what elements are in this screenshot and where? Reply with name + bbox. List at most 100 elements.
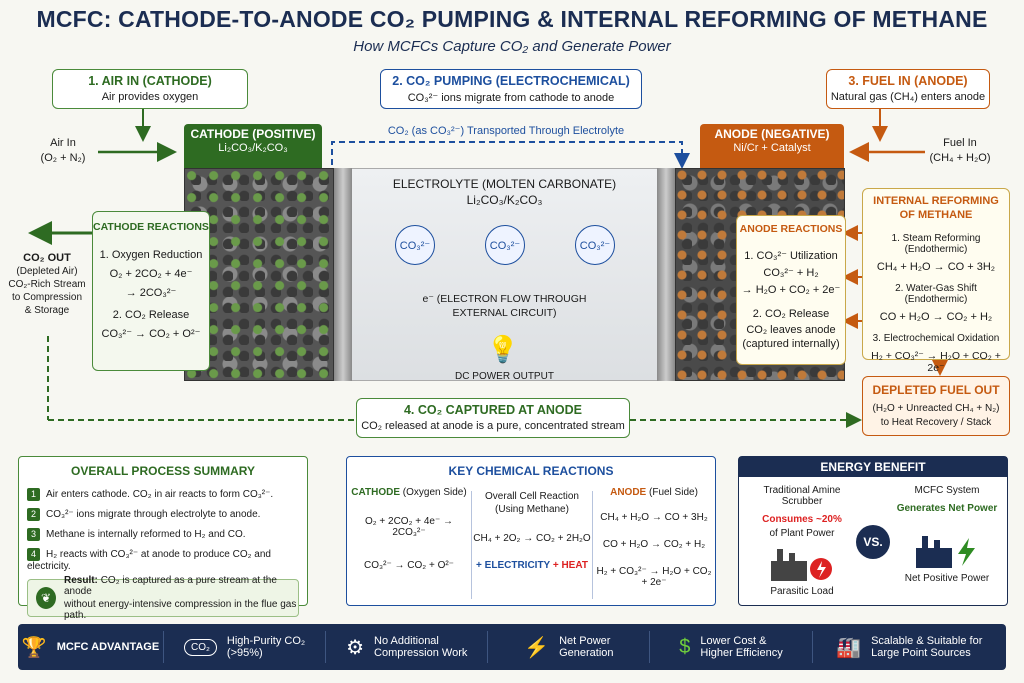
step-co2-captured-title: 4. CO₂ CAPTURED AT ANODE [403,403,582,417]
step-co2-captured: 4. CO₂ CAPTURED AT ANODE CO₂ released at… [356,398,630,438]
page-title: MCFC: CATHODE-TO-ANODE CO₂ PUMPING & INT… [36,6,988,32]
anode-reactions: ANODE REACTIONS 1. CO₃²⁻ Utilization CO₃… [736,215,846,365]
factory-icon [743,547,861,581]
adv-power-2: Generation [559,647,614,659]
carbonate-ion-2: CO₃²⁻ [485,225,525,265]
transport-label: CO₂ (as CO₃²⁻) Transported Through Elect… [387,125,625,137]
step-co2-pumping-body: CO₃²⁻ ions migrate from cathode to anode [407,92,615,104]
fuel-in-label: Fuel In (CH₄ + H₂O) [925,137,995,164]
anode-material: Ni/Cr + Catalyst [733,142,811,154]
anode-plate [657,168,675,381]
step-fuel-in: 3. FUEL IN (ANODE) Natural gas (CH₄) ent… [826,69,990,109]
electrolyte-label: ELECTROLYTE (MOLTEN CARBONATE) Li₂CO₃/K₂… [352,177,657,207]
energy-benefit: ENERGY BENEFIT Traditional Amine Scrubbe… [738,456,1008,606]
green-factory-icon [889,534,1005,568]
overall-line1: Overall Cell Reaction [485,491,579,502]
anode-reactions-title: ANODE REACTIONS [739,223,843,235]
adv-power-1: Net Power [559,635,611,647]
overall-electricity: + ELECTRICITY [476,560,551,571]
adv-cost-2: Higher Efficiency [700,647,783,659]
leaf-icon: ❦ [36,587,56,609]
cathode-title: CATHODE (POSITIVE) [190,127,316,141]
cathode-rx-2a: CO₃²⁻ → CO₂ + O²⁻ [101,328,201,340]
depleted-fuel-out: DEPLETED FUEL OUT (H₂O + Unreacted CH₄ +… [862,376,1010,436]
divider [471,491,472,599]
adv-cost-1: Lower Cost & [700,635,767,647]
anode-rx-2b: (captured internally) [742,338,840,350]
key-rx-overall: Overall Cell Reaction (Using Methane) CH… [473,491,591,571]
electrolyte-material: Li₂CO₃/K₂CO₃ [466,193,543,207]
money-icon: $ [679,635,691,658]
summary-title: OVERALL PROCESS SUMMARY [70,464,256,478]
result-label: Result: [64,575,98,586]
reforming-step-3: 3. Electrochemical Oxidation [872,333,1000,344]
anode-rx-2: 2. CO₂ Release [752,308,830,320]
cathode-rx-1a: O₂ + 2CO₂ + 4e⁻ [109,268,193,280]
energy-right: MCFC System Generates Net Power Net Posi… [889,485,1005,584]
adv-scalable-1: Scalable & Suitable for [871,635,983,647]
electron-flow-label: e⁻ (ELECTRON FLOW THROUGH EXTERNAL CIRCU… [352,293,657,319]
summary-item-2-text: CO₃²⁻ ions migrate through electrolyte t… [46,509,261,521]
summary-item-1-text: Air enters cathode. CO₂ in air reacts to… [46,489,274,501]
cathode-label: CATHODE (POSITIVE) Li₂CO₃/K₂CO₃ [184,124,322,168]
internal-reforming: INTERNAL REFORMING OF METHANE 1. Steam R… [862,188,1010,374]
page-subtitle: How MCFCs Capture CO₂ and Generate Power [353,38,671,55]
key-rx-cathode-sub: (Oxygen Side) [402,487,467,498]
dc-power-label: DC POWER OUTPUT [455,371,554,382]
advantage-cost: $ Lower Cost &Higher Efficiency [650,631,813,663]
result-line2: without energy-intensive compression in … [64,599,297,621]
depleted-fuel-line2: to Heat Recovery / Stack [880,417,992,428]
result-line1: CO₂ is captured as a pure stream at the … [64,575,277,597]
co2-out-label: CO₂ OUT (Depleted Air) CO₂-Rich Stream t… [4,252,90,316]
summary-item-3-text: Methane is internally reformed to H₂ and… [46,529,246,541]
key-rx-c2: CO₃²⁻ → CO₂ + O²⁻ [364,560,454,571]
energy-left-head: Traditional Amine Scrubber [763,485,841,507]
air-in-formula: (O₂ + N₂) [40,152,86,164]
electron-flow-line1: e⁻ (ELECTRON FLOW THROUGH [422,293,587,305]
fuel-in-formula: (CH₄ + H₂O) [929,152,991,164]
adv-compression-1: No Additional [374,635,439,647]
air-in-text: Air In [50,137,76,149]
energy-right-foot: Net Positive Power [904,573,990,584]
advantage-title-text: MCFC ADVANTAGE [56,641,160,653]
energy-left: Traditional Amine Scrubber Consumes ~20%… [743,485,861,597]
carbonate-ion-1: CO₃²⁻ [395,225,435,265]
anode-label: ANODE (NEGATIVE) Ni/Cr + Catalyst [700,124,844,168]
light-bulb-icon: 💡 [486,334,520,364]
co2-out-title: CO₂ OUT [23,252,71,264]
step-fuel-in-body: Natural gas (CH₄) enters anode [830,91,986,103]
key-rx-anode-head: ANODE [610,487,647,498]
step-air-in: 1. AIR IN (CATHODE) Air provides oxygen [52,69,248,109]
depleted-fuel-title: DEPLETED FUEL OUT [872,383,1000,397]
factory-outline-icon: 🏭 [836,636,862,659]
energy-right-head: MCFC System [914,485,980,496]
co2-out-line1: (Depleted Air) [16,266,78,277]
depleted-fuel-line1: (H₂O + Unreacted CH₄ + N₂) [872,403,1000,414]
electrolyte [352,168,657,381]
cathode-rx-2: 2. CO₂ Release [112,309,190,321]
step-co2-pumping: 2. CO₂ PUMPING (ELECTROCHEMICAL) CO₃²⁻ i… [380,69,642,109]
lightning-icon: ⚡ [524,636,550,659]
energy-left-sub: of Plant Power [769,528,835,539]
adv-purity-1: High-Purity CO₂ [226,635,306,647]
electron-flow-line2: EXTERNAL CIRCUIT) [452,307,557,319]
reforming-step-2-eq: CO + H₂O → CO₂ + H₂ [879,311,993,323]
anode-rx-2a: CO₂ leaves anode [746,324,836,336]
reforming-step-1-eq: CH₄ + H₂O → CO + 3H₂ [876,261,996,273]
reforming-step-1: 1. Steam Reforming (Endothermic) [891,233,981,255]
co2-out-line3: to Compression [11,292,83,303]
vs-badge: VS. [856,525,890,559]
cathode-plate [334,168,352,381]
energy-right-highlight: Generates Net Power [896,503,998,514]
key-rx-cathode: CATHODE (Oxygen Side) O₂ + 2CO₂ + 4e⁻ → … [349,487,469,571]
overall-equation: CH₄ + 2O₂ → CO₂ + 2H₂O [473,533,591,544]
cathode-material: Li₂CO₃/K₂CO₃ [218,142,288,154]
